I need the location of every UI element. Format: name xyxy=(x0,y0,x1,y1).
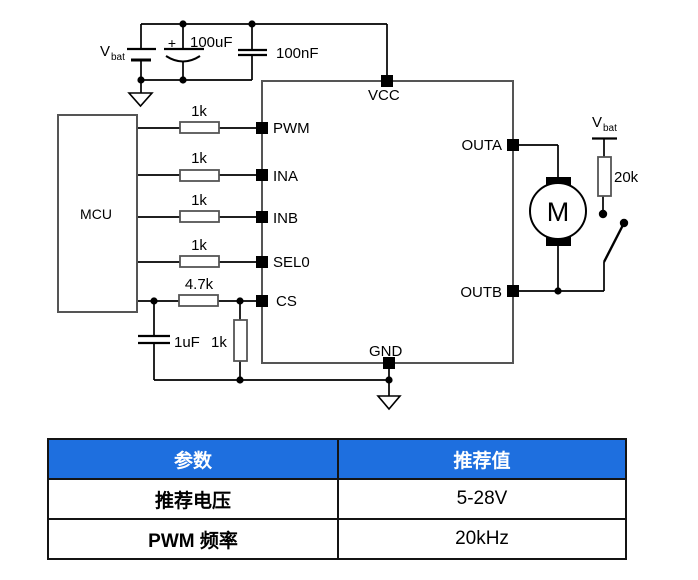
resistor-inb-label: 1k xyxy=(191,192,207,209)
pin-outa xyxy=(507,139,519,151)
vbat-left-sub: bat xyxy=(111,52,125,63)
ic-pin-squares xyxy=(256,75,519,369)
resistor-inb xyxy=(179,210,220,223)
pin-pwm xyxy=(256,122,268,134)
pin-cs-label: CS xyxy=(276,293,297,310)
junction-dots xyxy=(137,20,562,384)
cs-cap-label: 1uF xyxy=(174,334,200,351)
pin-gnd xyxy=(383,357,395,369)
table-cell-param: 推荐电压 xyxy=(154,490,231,512)
resistor-sel0-label: 1k xyxy=(191,237,207,254)
resistor-bodies xyxy=(178,121,612,362)
pin-gnd-label: GND xyxy=(369,343,403,360)
pin-ina xyxy=(256,169,268,181)
resistor-pwm-label: 1k xyxy=(191,103,207,120)
cs-shunt-label: 1k xyxy=(211,334,227,351)
resistor-cs xyxy=(178,294,219,307)
table-cell-value: 20kHz xyxy=(337,520,625,558)
resistor-cs-label: 4.7k xyxy=(185,276,214,293)
electrolytic-capacitor-icon xyxy=(164,47,204,63)
bypass-cap-label: 100nF xyxy=(276,45,319,62)
vbat-right-sub: bat xyxy=(603,123,617,134)
resistor-pullup-label: 20k xyxy=(614,169,639,186)
table-cell-value: 5-28V xyxy=(337,480,625,518)
vbat-left-label: V xyxy=(100,43,110,60)
pin-sel0-label: SEL0 xyxy=(273,254,310,271)
mcu-block xyxy=(57,114,138,313)
resistor-ina-label: 1k xyxy=(191,150,207,167)
table-header-row: 参数 推荐值 xyxy=(49,440,625,478)
resistor-sel0 xyxy=(179,255,220,268)
capacitor-icon xyxy=(238,48,267,57)
ground-icon xyxy=(127,92,154,108)
circuit-schematic: M V bat + 100uF 100nF MCU 1k 1k 1k 1k 4.… xyxy=(57,20,639,411)
pin-inb xyxy=(256,211,268,223)
cs-filter-capacitor-icon xyxy=(138,334,170,345)
pin-outa-label: OUTA xyxy=(461,137,502,154)
switch-icon xyxy=(598,209,629,263)
resistor-pwm xyxy=(179,121,220,134)
wires xyxy=(137,23,605,396)
bulk-cap-label: 100uF xyxy=(190,34,233,51)
pin-sel0 xyxy=(256,256,268,268)
table-cell-param: PWM 频率 xyxy=(148,530,238,552)
resistor-pullup xyxy=(597,156,612,197)
pin-ina-label: INA xyxy=(273,168,298,185)
pin-pwm-label: PWM xyxy=(273,120,310,137)
parameter-table: 参数 推荐值 推荐电压 5-28V PWM 频率 20kHz xyxy=(47,438,627,560)
battery-icon xyxy=(127,47,156,62)
vbat-right-label: V xyxy=(592,114,602,131)
motor-label: M xyxy=(547,197,570,227)
table-row-voltage: 推荐电压 5-28V xyxy=(49,478,625,518)
mcu-label: MCU xyxy=(80,206,112,222)
cap-polarity-label: + xyxy=(168,35,176,51)
table-row-pwm-frequency: PWM 频率 20kHz xyxy=(49,518,625,558)
pin-vcc xyxy=(381,75,393,87)
table-header-value: 推荐值 xyxy=(337,440,625,478)
pin-cs xyxy=(256,295,268,307)
motor-icon: M xyxy=(529,177,587,246)
pin-outb-label: OUTB xyxy=(460,284,502,301)
resistor-cs-shunt xyxy=(233,319,248,362)
pin-inb-label: INB xyxy=(273,210,298,227)
ground-icon xyxy=(376,395,402,411)
table-header-param: 参数 xyxy=(173,450,212,472)
resistor-ina xyxy=(179,169,220,182)
pin-vcc-label: VCC xyxy=(368,87,400,104)
pin-outb xyxy=(507,285,519,297)
